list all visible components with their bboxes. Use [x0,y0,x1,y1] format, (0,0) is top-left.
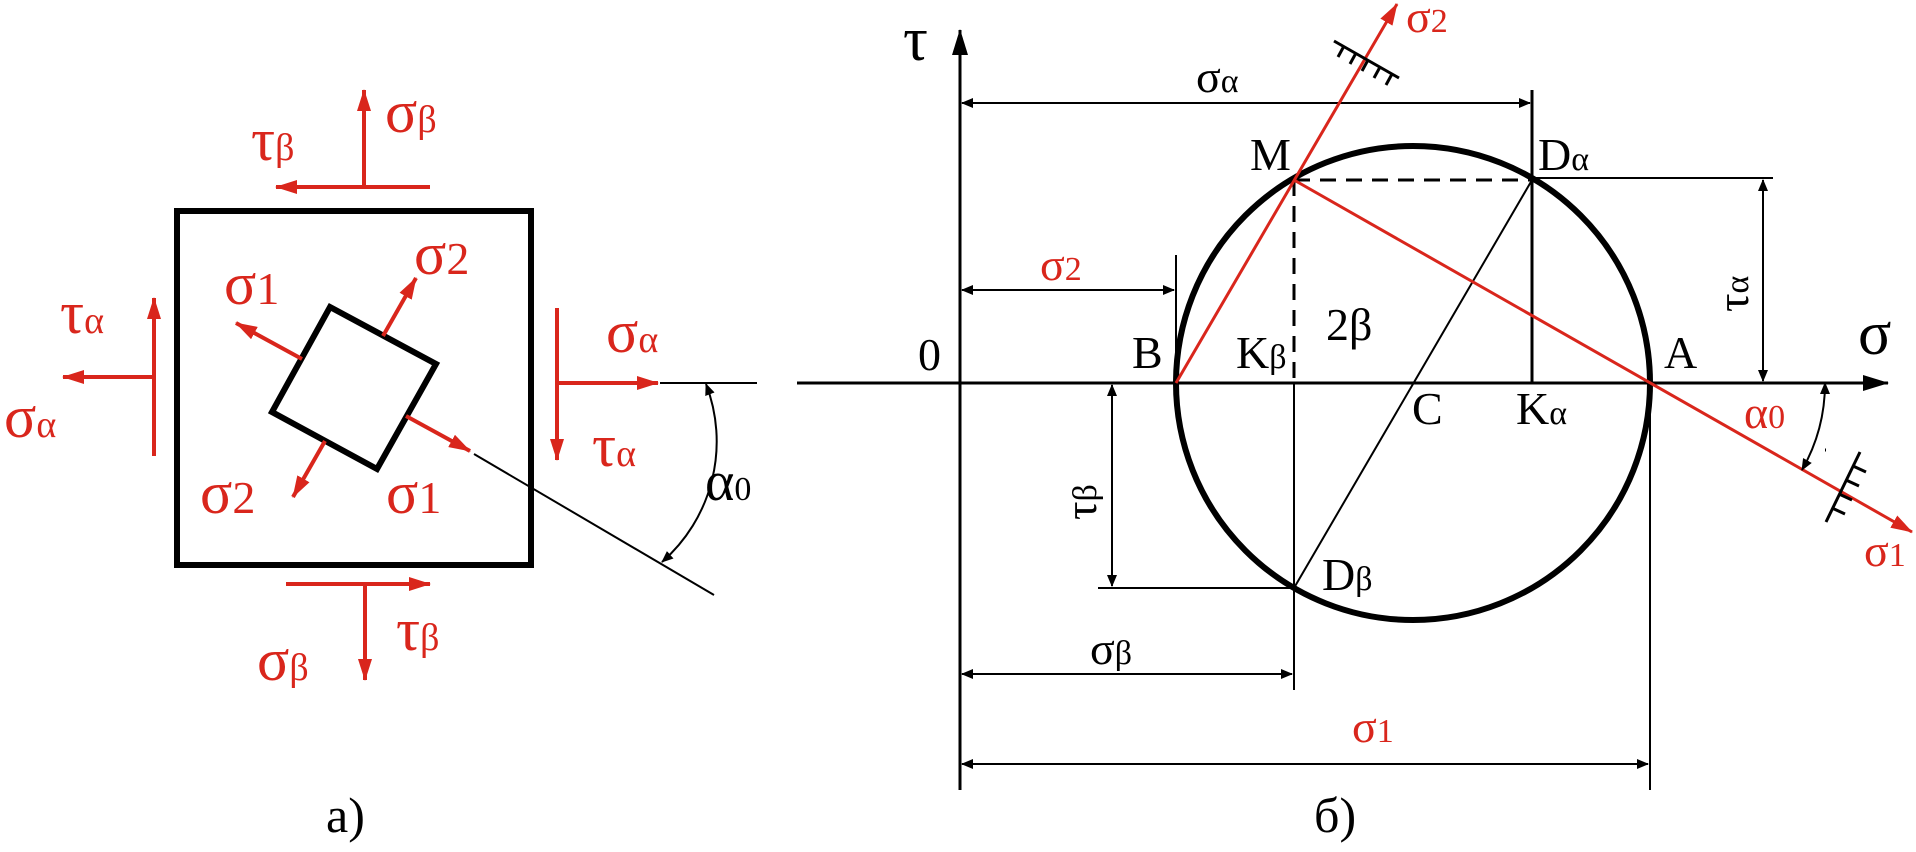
principal-direction-sigma1 [1293,178,1913,534]
dim-sigma-alpha-label: σα [1196,51,1239,102]
alpha0-principal-direction-line [473,453,715,596]
label-right-sigma-alpha: σα [606,299,658,365]
tau-axis-label: τ [903,6,928,74]
hatch-sigma1 [1824,448,1867,523]
label-bottom-tau-beta: τβ [396,597,439,663]
panel-b-mohr-circle: τ σ 0 B A C M Dα Dβ Kα Kβ 2β σα σ2 σβ σ1… [797,0,1913,843]
outer-element-square [174,208,534,568]
inner-sigma1-arrow-lower-right [405,414,471,453]
two-beta-label: 2β [1326,299,1372,350]
label-inner-sigma1-upper: σ1 [224,251,279,317]
rotated-principal-element [267,302,441,474]
principal-sigma1-label: σ1 [1864,525,1906,576]
label-left-tau-alpha: τα [60,280,104,346]
point-C-label: C [1412,383,1443,434]
inner-sigma2-arrow-upper-right [381,277,418,337]
dim-tau-beta-label: τβ [1055,484,1106,520]
dim-sigma1-label: σ1 [1352,701,1394,752]
hatch-sigma2 [1333,39,1400,86]
caption-panel-a: а) [326,787,365,843]
label-inner-sigma1-lower: σ1 [386,460,441,526]
label-inner-sigma2-upper: σ2 [414,221,469,287]
label-top-sigma-beta: σβ [385,79,437,145]
point-A-label: A [1664,327,1697,378]
point-Ka-label: Kα [1516,383,1567,434]
dim-sigma2-label: σ2 [1040,239,1082,290]
inner-sigma2-arrow-lower-left [291,440,327,498]
origin-label: 0 [918,329,941,380]
point-Db-label: Dβ [1322,549,1373,600]
alpha0-arc-mohr [1801,382,1831,471]
label-inner-sigma2-lower: σ2 [200,460,255,526]
diameter-Da-Db [1293,179,1533,589]
dim-tau-alpha-label: τα [1707,276,1758,313]
label-right-tau-alpha: τα [592,413,636,479]
principal-direction-sigma2 [1174,3,1399,384]
label-bottom-sigma-beta: σβ [257,627,309,693]
sigma-axis-label: σ [1858,300,1891,368]
alpha0-mohr-label: α0 [1744,387,1785,438]
panel-a-element-stress-state: τβ σβ σβ τβ τα σα σα τα σ1 σ2 σ2 σ1 α0 а… [4,79,757,843]
point-M-label: M [1250,129,1291,180]
point-Kb-label: Kβ [1236,327,1287,378]
point-Da-label: Dα [1538,129,1589,180]
caption-panel-b: б) [1314,787,1356,843]
principal-sigma2-label: σ2 [1406,0,1448,42]
dim-sigma-beta-label: σβ [1090,623,1132,674]
inner-sigma1-arrow-upper-left [235,321,303,361]
label-alpha0: α0 [705,451,751,513]
point-B-label: B [1132,327,1163,378]
label-top-tau-beta: τβ [251,107,294,173]
alpha0-angle-arc [661,383,718,563]
label-left-sigma-alpha: σα [4,384,56,450]
